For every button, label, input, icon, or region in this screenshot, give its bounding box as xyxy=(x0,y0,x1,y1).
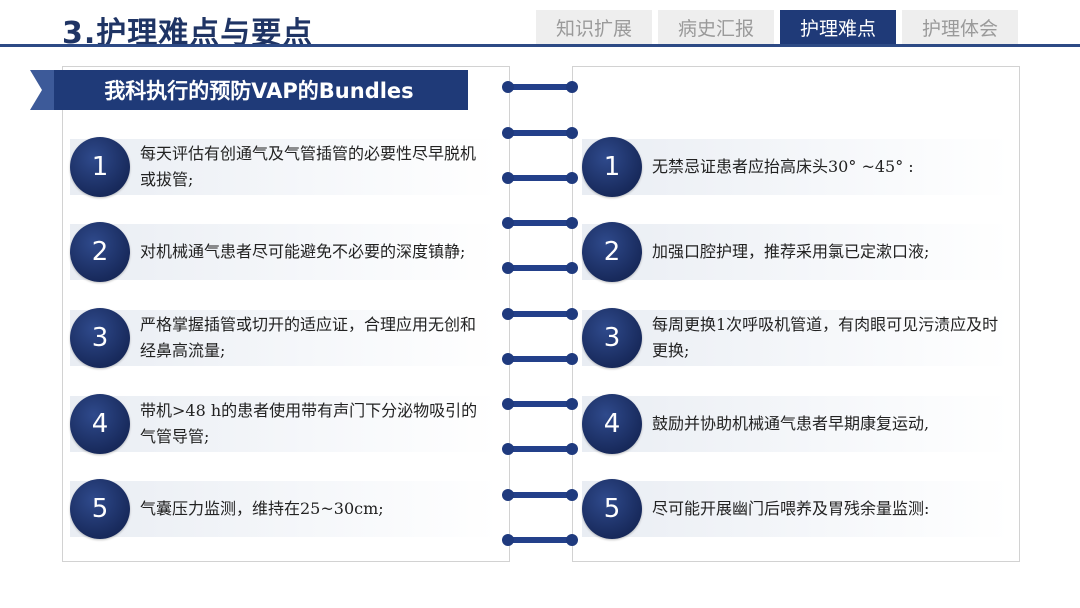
right-item-3: 3 每周更换1次呼吸机管道，有肉眼可见污渍应及时更换; xyxy=(582,308,1010,368)
item-text: 气囊压力监测，维持在25~30cm; xyxy=(140,499,384,518)
item-text: 无禁忌证患者应抬高床头30° ~45° : xyxy=(652,157,914,176)
number-badge: 3 xyxy=(70,308,130,368)
item-text: 严格掌握插管或切开的适应证，合理应用无创和经鼻高流量; xyxy=(140,315,477,360)
ladder-rung xyxy=(502,534,578,546)
number-badge: 4 xyxy=(582,394,642,454)
ladder-rung xyxy=(502,489,578,501)
number-badge: 5 xyxy=(582,479,642,539)
right-item-2: 2 加强口腔护理，推荐采用氯已定漱口液; xyxy=(582,222,1010,282)
number-badge: 3 xyxy=(582,308,642,368)
ladder-rung xyxy=(502,127,578,139)
number-badge: 2 xyxy=(70,222,130,282)
right-item-4: 4 鼓励并协助机械通气患者早期康复运动, xyxy=(582,394,1010,454)
right-item-5: 5 尽可能开展幽门后喂养及胃残余量监测: xyxy=(582,479,1010,539)
ladder-rung xyxy=(502,353,578,365)
item-text: 加强口腔护理，推荐采用氯已定漱口液; xyxy=(652,242,930,261)
number-badge: 1 xyxy=(70,137,130,197)
ladder-rung xyxy=(502,81,578,93)
tab-nursing-experience[interactable]: 护理体会 xyxy=(902,10,1018,44)
ladder-rung xyxy=(502,262,578,274)
tab-nursing-difficulties[interactable]: 护理难点 xyxy=(780,10,896,44)
item-text: 对机械通气患者尽可能避免不必要的深度镇静; xyxy=(140,242,466,261)
number-badge: 2 xyxy=(582,222,642,282)
title-underline xyxy=(0,44,1080,47)
ladder-rung xyxy=(502,398,578,410)
left-item-5: 5 气囊压力监测，维持在25~30cm; xyxy=(70,479,498,539)
banner-ribbon-shape xyxy=(30,70,468,110)
number-badge: 1 xyxy=(582,137,642,197)
tab-knowledge-extension[interactable]: 知识扩展 xyxy=(536,10,652,44)
tab-case-report[interactable]: 病史汇报 xyxy=(658,10,774,44)
item-text: 每天评估有创通气及气管插管的必要性尽早脱机或拔管; xyxy=(140,144,477,189)
number-badge: 4 xyxy=(70,394,130,454)
ladder-rung xyxy=(502,172,578,184)
left-item-2: 2 对机械通气患者尽可能避免不必要的深度镇静; xyxy=(70,222,498,282)
item-text: 带机>48 h的患者使用带有声门下分泌物吸引的气管导管; xyxy=(140,401,478,446)
item-text: 尽可能开展幽门后喂养及胃残余量监测: xyxy=(652,499,930,518)
item-text: 鼓励并协助机械通气患者早期康复运动, xyxy=(652,414,930,433)
left-item-3: 3 严格掌握插管或切开的适应证，合理应用无创和经鼻高流量; xyxy=(70,308,498,368)
banner-title: 我科执行的预防VAP的Bundles xyxy=(104,79,414,103)
ladder-rung xyxy=(502,217,578,229)
number-badge: 5 xyxy=(70,479,130,539)
ladder-rung xyxy=(502,308,578,320)
item-text: 每周更换1次呼吸机管道，有肉眼可见污渍应及时更换; xyxy=(652,315,999,360)
left-item-4: 4 带机>48 h的患者使用带有声门下分泌物吸引的气管导管; xyxy=(70,394,498,454)
left-item-1: 1 每天评估有创通气及气管插管的必要性尽早脱机或拔管; xyxy=(70,137,498,197)
section-banner: 我科执行的预防VAP的Bundles xyxy=(30,70,468,110)
right-item-1: 1 无禁忌证患者应抬高床头30° ~45° : xyxy=(582,137,1010,197)
ladder-rung xyxy=(502,443,578,455)
